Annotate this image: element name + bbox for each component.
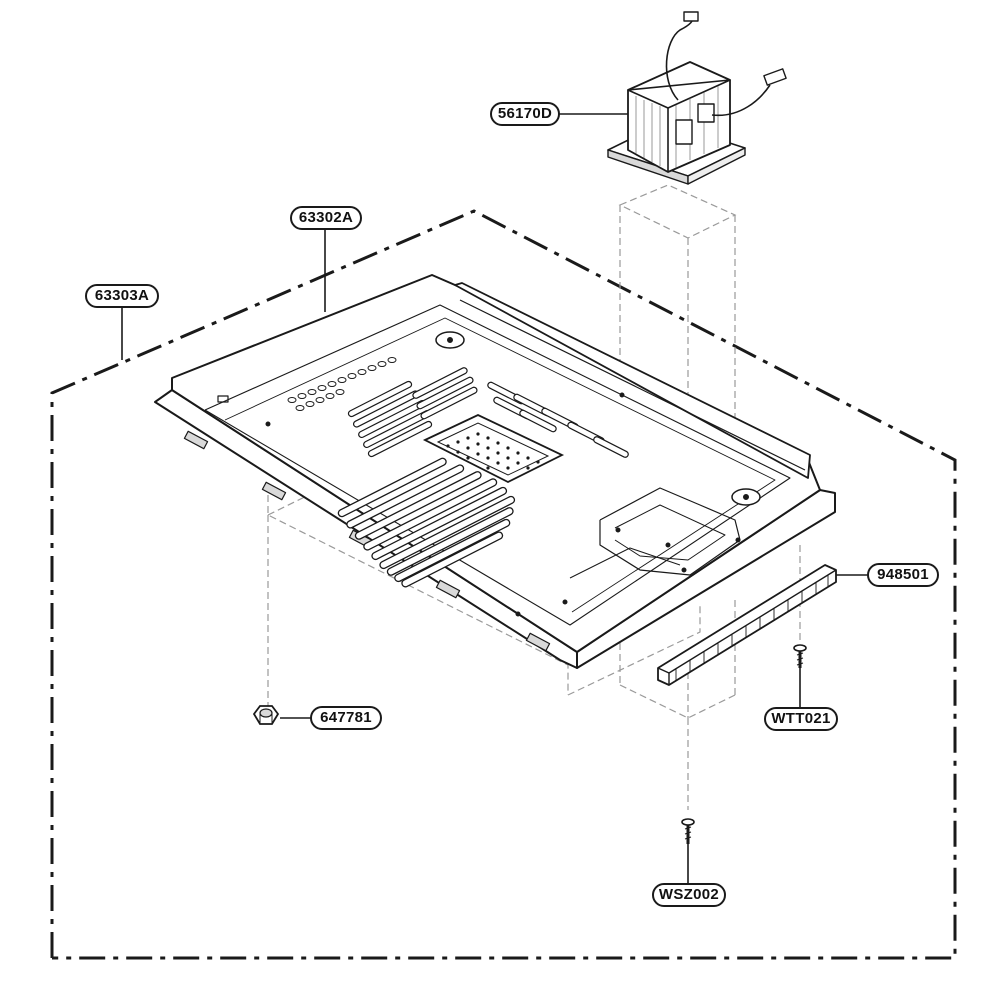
vent-slots-front [337, 457, 516, 588]
foot-nut-part [252, 705, 280, 725]
callout-WSZ002: WSZ002 [652, 883, 726, 907]
callout-56170D: 56170D [490, 102, 560, 126]
foam-strip-part [657, 564, 837, 686]
callout-647781: 647781 [310, 706, 382, 730]
perforation-row [287, 357, 397, 411]
vent-slots-rear [347, 367, 629, 458]
callout-63303A: 63303A [85, 284, 159, 308]
callout-948501: 948501 [867, 563, 939, 587]
screw-lower-part [681, 818, 695, 844]
callout-WTT021: WTT021 [764, 707, 838, 731]
leader-lines [121, 113, 872, 883]
transformer-part [607, 11, 787, 185]
mesh-grille [422, 414, 565, 484]
assembly-boundary [50, 209, 957, 960]
callout-63302A: 63302A [290, 206, 362, 230]
screw-upper-part [793, 644, 807, 668]
